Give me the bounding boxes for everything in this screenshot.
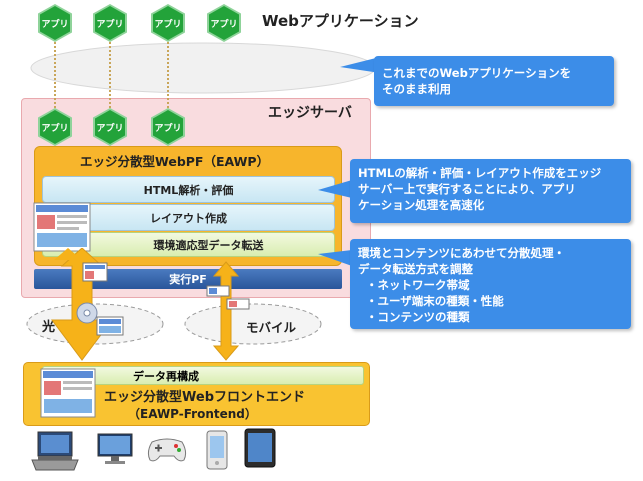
app-icon-top-1: アプリ (40, 6, 70, 40)
app-icon-top-3: アプリ (153, 6, 183, 40)
network-mobile-label: モバイル (246, 320, 297, 335)
edge-server-label: エッジサーバ (268, 105, 352, 121)
callout-bottom: 環境とコンテンツにあわせて分散処理・ データ転送方式を調整 ・ネットワーク帯域 … (350, 239, 631, 329)
eawp-title: エッジ分散型WebPF（EAWP） (80, 154, 270, 169)
app-icon-top-4: アプリ (209, 6, 239, 40)
callout-mid-pointer (318, 180, 352, 198)
gamepad-icon (147, 438, 187, 462)
reconstruct-bar: データ再構成 (42, 366, 364, 385)
page-icon-mobile-mid (226, 298, 250, 310)
monitor-icon (97, 433, 133, 464)
web-app-cloud (30, 42, 376, 94)
exec-pf-bar: 実行PF (34, 269, 342, 289)
callout-mid: HTMLの解析・評価・レイアウト作成をエッジ サーバー上で実行することにより、ア… (350, 159, 631, 223)
frontend-title: エッジ分散型Webフロントエンド (104, 390, 305, 405)
webpage-thumbnail-icon (33, 202, 91, 252)
page-icon-optical (96, 316, 124, 336)
phone-icon (206, 430, 228, 470)
network-optical-label: 光 (42, 320, 56, 335)
frontend-webpage-thumbnail-icon (40, 368, 96, 418)
layer-layout-creation: レイアウト作成 (42, 204, 335, 231)
page-icon-left (82, 262, 108, 282)
app-icon-top-2: アプリ (95, 6, 125, 40)
layer-adaptive-transfer: 環境適応型データ転送 (42, 232, 335, 257)
disk-icon (76, 302, 98, 324)
callout-top: これまでのWebアプリケーションを そのまま利用 (374, 56, 614, 106)
callout-bottom-pointer (318, 250, 352, 266)
frontend-subtitle: （EAWP-Frontend） (128, 407, 257, 421)
data-flow-arrows (51, 248, 240, 361)
callout-top-pointer (340, 57, 380, 73)
web-apps-label: Webアプリケーション (262, 12, 419, 30)
laptop-icon (31, 431, 79, 471)
page-icon-mobile-top (206, 285, 230, 297)
layer-html-analysis: HTML解析・評価 (42, 176, 335, 203)
tablet-icon (244, 428, 276, 468)
